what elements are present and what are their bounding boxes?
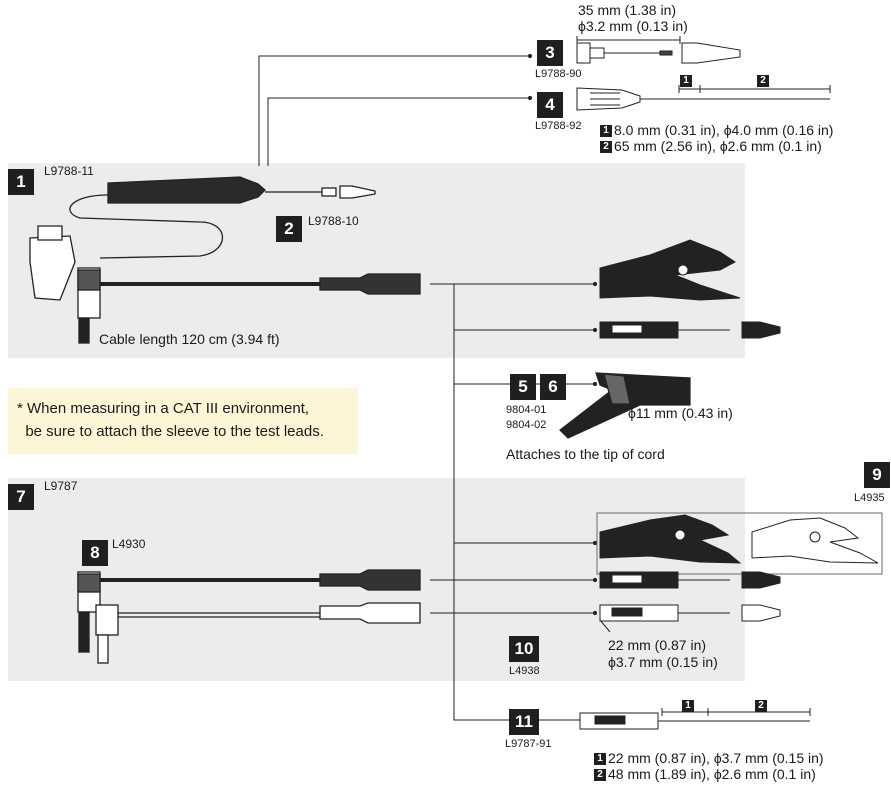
- label-l9788-10: L9788-10: [308, 214, 359, 228]
- cable-length: Cable length 120 cm (3.94 ft): [99, 331, 280, 347]
- label-l9787: L9787: [44, 479, 78, 493]
- alligator-clip-white: [751, 517, 879, 564]
- note-line-2: be sure to attach the sleeve to the test…: [17, 423, 324, 440]
- note-line-1: * When measuring in a CAT III environmen…: [17, 400, 310, 417]
- p4-seg2-dims: 65 mm (2.56 in), ϕ2.6 mm (0.1 in): [614, 138, 822, 154]
- p3-diameter: ϕ3.2 mm (0.13 in): [578, 18, 688, 34]
- probe-4-drawing: [576, 87, 830, 111]
- label-l4938: L4938: [509, 665, 540, 677]
- label-9804-02: 9804-02: [506, 419, 547, 431]
- badge-1: 1: [8, 169, 34, 195]
- seg-marker-p4-2b: 2: [600, 141, 612, 153]
- badge-3: 3: [537, 40, 563, 66]
- leader-line-3: [258, 55, 530, 166]
- p4-seg1-dims: 8.0 mm (0.31 in), ϕ4.0 mm (0.16 in): [614, 122, 834, 138]
- label-l9788-92: L9788-92: [535, 120, 582, 132]
- badge-8: 8: [82, 540, 108, 566]
- label-l4930: L4930: [112, 537, 146, 551]
- p10-length: 22 mm (0.87 in): [608, 637, 707, 653]
- badge-5: 5: [510, 374, 536, 400]
- seg-marker-p11-1b: 1: [594, 753, 606, 765]
- probe-3-drawing: [576, 42, 741, 64]
- badge-4: 4: [537, 92, 563, 118]
- badge-11: 11: [509, 709, 539, 735]
- label-l9788-90: L9788-90: [535, 68, 582, 80]
- label-l4935: L4935: [854, 492, 885, 504]
- seg-marker-p11-2b: 2: [594, 769, 606, 781]
- probe-11-drawing: [579, 712, 810, 730]
- test-probe-white: [599, 604, 781, 622]
- test-probe-black-1: [599, 321, 781, 339]
- alligator-clip-black: [599, 239, 741, 301]
- badge-6: 6: [540, 374, 566, 400]
- badge-7: 7: [8, 484, 34, 510]
- p10-diameter: ϕ3.7 mm (0.15 in): [608, 654, 718, 670]
- alligator-clip-black-2: [599, 514, 742, 564]
- sleeve-note: Attaches to the tip of cord: [506, 446, 665, 462]
- label-l9788-11: L9788-11: [44, 164, 94, 178]
- sleeve-drawing: [559, 372, 691, 439]
- sleeve-diameter: ϕ11 mm (0.43 in): [628, 405, 733, 421]
- p11-seg2-dims: 48 mm (1.89 in), ϕ2.6 mm (0.1 in): [608, 766, 816, 782]
- badge-2: 2: [276, 216, 302, 242]
- seg-marker-p4-1b: 1: [600, 125, 612, 137]
- label-9804-01: 9804-01: [506, 404, 547, 416]
- seg-marker-p4-1: 1: [680, 75, 692, 87]
- p3-length: 35 mm (1.38 in): [578, 2, 677, 18]
- seg-marker-p4-2: 2: [757, 75, 769, 87]
- test-probe-black-2: [599, 571, 781, 589]
- badge-10: 10: [509, 636, 539, 662]
- leader-line-4: [267, 97, 530, 166]
- cat3-note: * When measuring in a CAT III environmen…: [8, 388, 358, 454]
- probe-1-drawing: [29, 176, 421, 344]
- seg-marker-p11-2: 2: [755, 700, 767, 712]
- label-l9787-91: L9787-91: [505, 738, 552, 750]
- badge-9: 9: [864, 462, 890, 488]
- p11-seg1-dims: 22 mm (0.87 in), ϕ3.7 mm (0.15 in): [608, 750, 824, 766]
- l9787-leads-drawing: [77, 569, 421, 664]
- seg-marker-p11-1: 1: [682, 700, 694, 712]
- l4935-frame: [596, 512, 883, 575]
